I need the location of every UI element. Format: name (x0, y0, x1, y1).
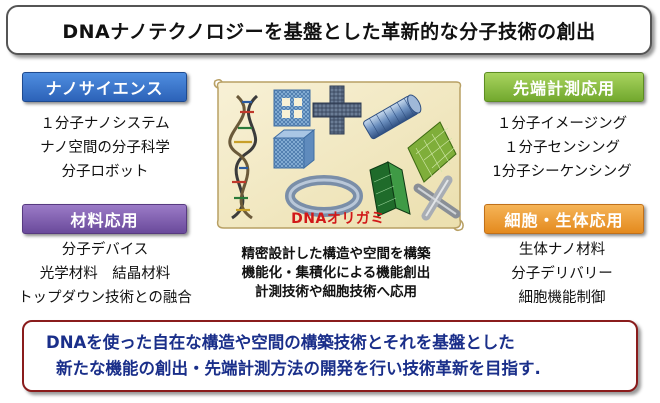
main-title: DNAナノテクノロジーを基盤とした革新的な分子技術の創出 (6, 5, 652, 55)
materials-badge: 材料応用 (22, 204, 187, 234)
list-item: 生体ナノ材料 (518, 242, 606, 258)
materials-list: 分子デバイス 光学材料 結晶材料 トップダウン技術との融合 (0, 238, 210, 310)
center-line: 機能化・集積化による機能創出 (241, 265, 431, 281)
measurement-badge: 先端計測応用 (484, 72, 644, 102)
list-item: 分子デリバリー (511, 266, 613, 282)
list-item: ナノ空間の分子科学 (40, 140, 170, 156)
tube-origami-icon (363, 94, 422, 140)
list-item: 分子ロボット (61, 164, 149, 180)
center-description: 精密設計した構造や空間を構築 機能化・集積化による機能創出 計測技術や細胞技術へ… (205, 245, 467, 302)
list-item: １分子イメージング (496, 116, 628, 132)
lattice-origami-icon (273, 89, 311, 127)
list-item: 分子デバイス (61, 242, 149, 258)
ring-origami-icon (285, 175, 363, 217)
list-item: 細胞機能制御 (518, 290, 606, 306)
list-item: １分子センシング (504, 140, 620, 156)
list-item: １分子ナノシステム (40, 116, 170, 132)
leaf-origami-icon (407, 121, 457, 183)
list-item: 光学材料 結晶材料 (39, 266, 171, 282)
center-line: 計測技術や細胞技術へ応用 (255, 284, 417, 300)
cross-origami-icon (312, 85, 362, 135)
dna-origami-label: DNAオリガミ (291, 211, 385, 227)
measurement-list: １分子イメージング １分子センシング 1分子シーケンシング (462, 112, 660, 184)
prism-origami-icon (369, 161, 411, 217)
dna-origami-scroll-illustration (213, 78, 464, 232)
dna-helix-icon (228, 94, 259, 220)
summary-line: 新たな機能の創出・先端計測方法の開発を行い技術革新を目指す. (56, 359, 541, 378)
summary-line: DNAを使った自在な構造や空間の構築技術とそれを基盤とした (46, 333, 515, 352)
bio-badge: 細胞・生体応用 (484, 204, 644, 234)
nanoscience-list: １分子ナノシステム ナノ空間の分子科学 分子ロボット (0, 112, 210, 184)
center-line: 精密設計した構造や空間を構築 (241, 246, 431, 262)
bio-list: 生体ナノ材料 分子デリバリー 細胞機能制御 (462, 238, 660, 310)
nanoscience-badge: ナノサイエンス (22, 72, 187, 102)
box-origami-icon (272, 128, 316, 170)
list-item: トップダウン技術との融合 (18, 290, 192, 306)
stick-origami-icon (413, 175, 461, 221)
summary-box: DNAを使った自在な構造や空間の構築技術とそれを基盤とした 新たな機能の創出・先… (22, 320, 638, 392)
list-item: 1分子シーケンシング (492, 164, 632, 180)
